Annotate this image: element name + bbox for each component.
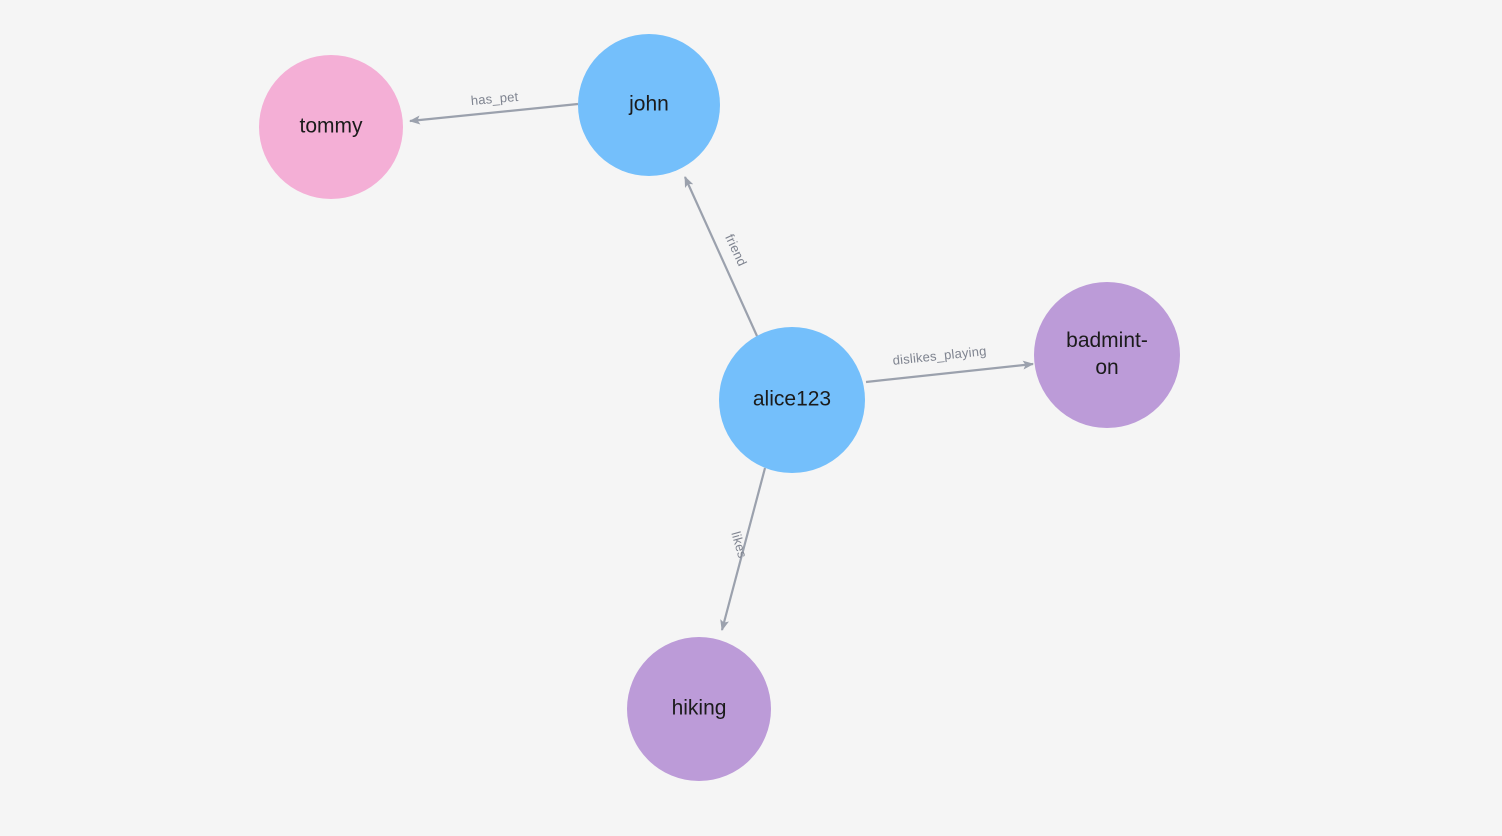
node-circle[interactable] [719,327,865,473]
node-label: badmint- [1066,329,1148,352]
graph-node-badminton[interactable]: badmint-on [1034,282,1180,428]
node-circle[interactable] [1034,282,1180,428]
graph-edge[interactable]: has_pet [409,89,579,125]
node-label: hiking [672,697,727,720]
node-circle[interactable] [627,637,771,781]
graph-node-hiking[interactable]: hiking [627,637,771,781]
node-label: john [628,93,669,116]
edge-label: has_pet [470,89,519,108]
graph-edge[interactable]: friend [683,176,759,337]
graph-edge[interactable]: likes [720,467,767,631]
graph-edge[interactable]: dislikes_playing [865,343,1034,384]
node-label: on [1095,356,1118,379]
edge-label: dislikes_playing [892,343,987,368]
edge-line[interactable] [683,176,759,337]
edge-line[interactable] [409,102,579,125]
nodes-layer: tommy john alice123 badmint-on hiking [259,34,1180,781]
graph-node-john[interactable]: john [578,34,720,176]
node-label: alice123 [753,388,831,411]
node-circle[interactable] [578,34,720,176]
edge-line[interactable] [720,467,767,631]
graph-node-tommy[interactable]: tommy [259,55,403,199]
node-circle[interactable] [259,55,403,199]
edge-line[interactable] [865,360,1034,384]
edge-label: friend [722,232,750,269]
edge-label: likes [728,530,750,560]
node-label: tommy [300,115,364,138]
graph-node-alice123[interactable]: alice123 [719,327,865,473]
